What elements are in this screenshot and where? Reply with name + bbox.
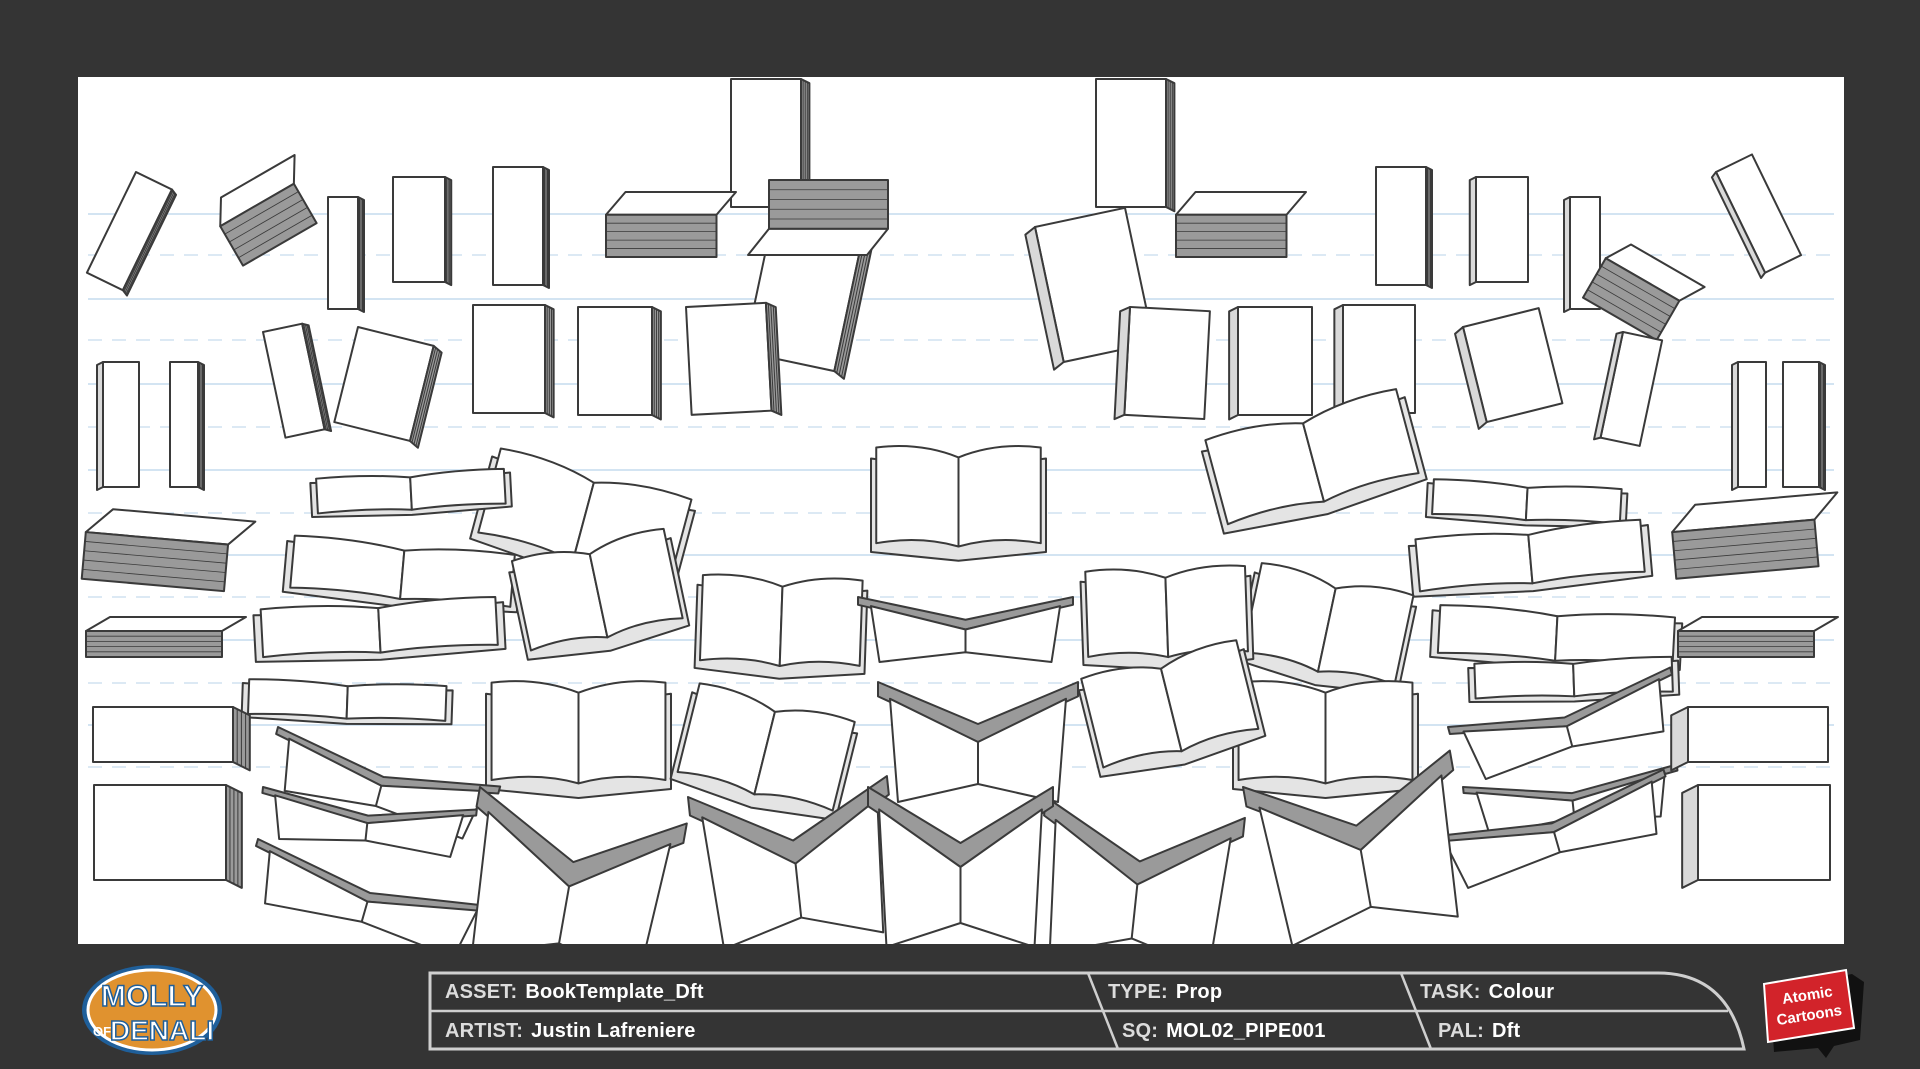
book-drawing xyxy=(685,301,783,416)
pal-label: PAL: xyxy=(1438,1020,1484,1042)
book-drawing xyxy=(1671,491,1839,580)
type-label: TYPE: xyxy=(1108,981,1168,1003)
book-drawing xyxy=(870,445,1047,562)
book-drawing xyxy=(605,191,737,258)
book-drawing xyxy=(1077,639,1267,778)
sq-field: SQ: MOL02_PIPE001 xyxy=(1122,1020,1326,1043)
book-drawing xyxy=(1677,616,1839,658)
book-drawing xyxy=(219,154,318,267)
book-drawing xyxy=(392,176,453,287)
book-drawing xyxy=(1407,518,1654,598)
book-drawing xyxy=(1235,562,1418,696)
book-drawing xyxy=(1710,153,1803,279)
artist-value: Justin Lafreniere xyxy=(531,1020,696,1042)
pal-value: Dft xyxy=(1491,1020,1521,1042)
sq-label: SQ: xyxy=(1122,1020,1159,1042)
task-value: Colour xyxy=(1488,981,1555,1003)
book-drawings xyxy=(80,78,1839,944)
logo-word-molly: MOLLY xyxy=(101,980,203,1013)
book-drawing xyxy=(1670,706,1829,772)
book-drawing xyxy=(1095,78,1176,213)
book-drawing xyxy=(492,166,550,289)
book-drawing xyxy=(1468,176,1529,287)
book-drawing xyxy=(693,573,869,680)
book-drawing xyxy=(1228,306,1313,421)
book-drawing xyxy=(1681,784,1831,889)
book-drawing xyxy=(169,361,205,491)
book-drawing xyxy=(1447,666,1674,781)
book-drawing xyxy=(577,306,662,421)
book-drawing xyxy=(327,196,365,313)
asset-label: ASSET: xyxy=(445,981,518,1003)
book-drawing xyxy=(1175,191,1307,258)
book-drawing xyxy=(252,596,507,663)
book-drawing xyxy=(96,361,140,491)
book-drawing xyxy=(471,786,688,944)
book-drawing xyxy=(1593,331,1664,447)
logo-word-of: OF xyxy=(93,1024,111,1039)
sq-value: MOL02_PIPE001 xyxy=(1166,1020,1326,1042)
book-drawing xyxy=(1200,388,1428,535)
book-drawing xyxy=(1043,796,1246,944)
book-drawing xyxy=(472,304,555,419)
model-sheet-canvas xyxy=(78,77,1844,944)
book-drawing xyxy=(309,467,513,518)
pal-field: PAL: Dft xyxy=(1438,1020,1520,1043)
book-drawing xyxy=(1232,680,1419,799)
book-drawing xyxy=(261,786,478,858)
book-drawing xyxy=(508,527,691,661)
book-drawing xyxy=(85,616,247,658)
book-drawing xyxy=(1731,361,1767,491)
book-drawing xyxy=(93,784,243,889)
book-drawing xyxy=(1375,166,1433,289)
book-drawing xyxy=(262,322,333,439)
book-drawing xyxy=(85,171,178,297)
task-field: TASK: Colour xyxy=(1420,981,1554,1004)
type-value: Prop xyxy=(1175,981,1223,1003)
molly-of-denali-logo: MOLLY OF DENALI xyxy=(82,965,222,1055)
artist-label: ARTIST: xyxy=(445,1020,524,1042)
book-drawing xyxy=(333,326,443,449)
book-drawing xyxy=(281,534,523,614)
book-drawing xyxy=(1582,243,1706,342)
book-drawing xyxy=(255,838,495,944)
info-frame xyxy=(428,971,1746,1051)
type-field: TYPE: Prop xyxy=(1108,981,1222,1004)
book-drawing xyxy=(92,706,251,772)
book-drawing xyxy=(687,775,890,944)
book-drawing xyxy=(747,179,889,256)
book-drawing xyxy=(1113,306,1211,421)
task-label: TASK: xyxy=(1420,981,1481,1003)
book-drawing xyxy=(669,682,859,822)
book-drawing xyxy=(485,680,672,799)
asset-field: ASSET: BookTemplate_Dft xyxy=(445,981,704,1004)
book-turnaround-poses xyxy=(80,78,1839,944)
artist-field: ARTIST: Justin Lafreniere xyxy=(445,1020,696,1043)
book-drawing xyxy=(857,596,1074,663)
book-drawing xyxy=(1242,749,1459,944)
book-drawing xyxy=(1782,361,1826,491)
book-drawing xyxy=(1454,307,1564,430)
book-drawing xyxy=(867,786,1054,944)
logo-word-denali: DENALI xyxy=(110,1015,214,1046)
asset-value: BookTemplate_Dft xyxy=(525,981,704,1003)
book-drawing xyxy=(1424,478,1629,529)
book-drawing xyxy=(1333,304,1416,419)
book-drawing xyxy=(80,508,257,593)
book-drawing xyxy=(877,681,1079,803)
book-drawing xyxy=(1429,604,1684,672)
book-drawing xyxy=(240,678,454,726)
atomic-cartoons-logo: Atomic Cartoons xyxy=(1762,968,1864,1058)
book-drawing xyxy=(1427,768,1667,889)
